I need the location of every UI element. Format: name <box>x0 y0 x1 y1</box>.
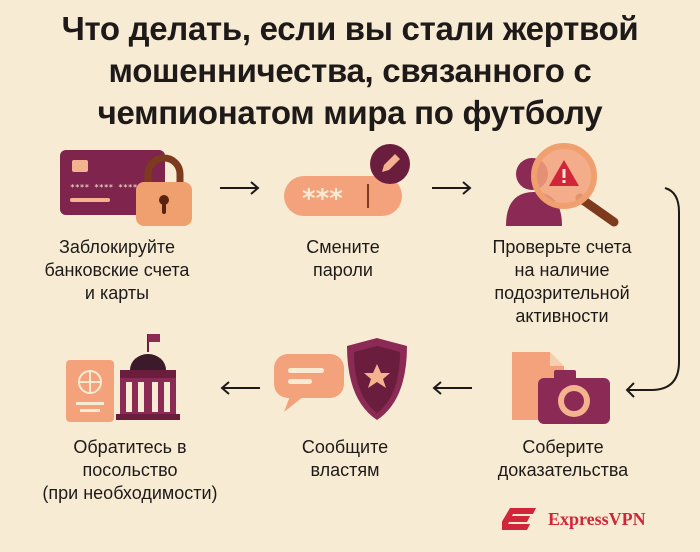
step-label-line: посольство <box>82 460 178 480</box>
step-label-line: Сообщите <box>301 437 389 457</box>
camera-document-icon <box>512 352 610 424</box>
step-label-line: Смените <box>306 237 380 257</box>
magnifier-alert-icon <box>506 143 619 227</box>
step-label-line: подозрительной <box>494 283 630 303</box>
step-collect-evidence-label: Соберите доказательства <box>478 436 648 482</box>
step-label-line: пароли <box>313 260 373 280</box>
step-check-accounts-label: Проверьте счета на наличие подозрительно… <box>474 236 650 328</box>
expressvpn-logo-icon <box>502 508 536 530</box>
step-label-line: (при необходимости) <box>42 483 218 503</box>
curved-arrow-icon <box>625 187 680 398</box>
step-label-line: и карты <box>84 283 150 303</box>
title-line: Что делать, если вы стали жертвой <box>61 10 639 47</box>
step-label-line: доказательства <box>497 460 629 480</box>
arrow-right-icon <box>432 181 472 195</box>
svg-text:**** **** ****: **** **** **** <box>70 183 138 192</box>
step-label-line: Заблокируйте <box>59 237 175 257</box>
step-label-line: властям <box>310 460 380 480</box>
password-mask: *** <box>302 184 343 214</box>
step-change-passwords-label: Смените пароли <box>268 236 418 282</box>
brand-name: ExpressVPN <box>548 508 646 529</box>
step-label-line: Соберите <box>522 437 604 457</box>
arrow-left-icon <box>220 381 260 395</box>
arrow-left-icon <box>432 381 472 395</box>
password-field-icon: *** <box>284 144 410 216</box>
step-label-line: на наличие <box>514 260 610 280</box>
step-label-line: активности <box>515 306 609 326</box>
step-label-line: банковские счета <box>44 260 190 280</box>
step-contact-embassy-label: Обратитесь в посольство (при необходимос… <box>30 436 230 505</box>
step-label-line: Проверьте счета <box>492 237 632 257</box>
title-line: мошенничества, связанного с <box>108 52 592 89</box>
locked-card-icon: **** **** **** <box>60 150 192 226</box>
embassy-passport-icon <box>66 334 180 422</box>
step-block-accounts-label: Заблокируйте банковские счета и карты <box>32 236 202 305</box>
title-line: чемпионатом мира по футболу <box>97 94 603 131</box>
page-title: Что делать, если вы стали жертвой мошенн… <box>0 8 700 134</box>
step-label-line: Обратитесь в <box>73 437 187 457</box>
arrow-right-icon <box>220 181 260 195</box>
step-report-authorities-label: Сообщите властям <box>270 436 420 482</box>
police-badge-icon <box>274 338 407 420</box>
expressvpn-logo: ExpressVPN <box>502 506 646 532</box>
